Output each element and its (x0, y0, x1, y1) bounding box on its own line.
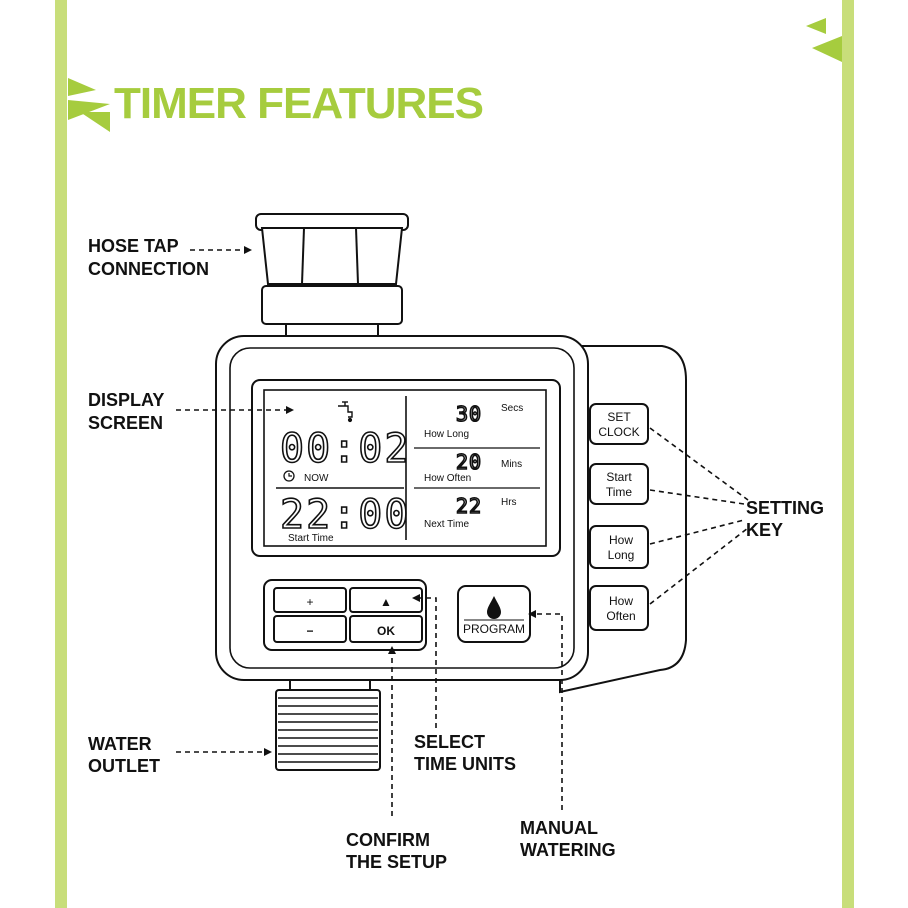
svg-text:CLOCK: CLOCK (598, 425, 639, 439)
hose-tap-connector (255, 213, 409, 341)
title-arrow-icon (68, 78, 110, 132)
how-often-unit: Mins (501, 459, 522, 470)
svg-text:How: How (609, 533, 633, 547)
ok-button[interactable]: OK (349, 615, 423, 643)
svg-text:−: − (306, 624, 313, 638)
water-drop-icon (487, 596, 501, 619)
clock-icon (283, 470, 295, 482)
faucet-icon (338, 401, 353, 423)
svg-text:OK: OK (377, 624, 395, 638)
start-time-readout: 22:00 (280, 492, 410, 538)
how-long-key[interactable]: How Long (589, 525, 649, 569)
confirm-setup-label-line2: THE SETUP (346, 852, 447, 872)
setting-key-label-line1: SETTING (746, 498, 824, 518)
water-outlet-thread (275, 679, 381, 771)
water-outlet-label-line2: OUTLET (88, 756, 160, 776)
display-screen-label-line1: DISPLAY (88, 390, 164, 410)
up-button[interactable]: ▲ (349, 587, 423, 613)
now-time-readout: 00:02 (280, 426, 410, 472)
svg-text:Long: Long (608, 548, 635, 562)
svg-text:SET: SET (607, 410, 631, 424)
how-long-label: How Long (424, 429, 469, 440)
select-time-units-label-line2: TIME UNITS (414, 754, 516, 774)
confirm-setup-label-line1: CONFIRM (346, 830, 430, 850)
how-long-value: 30 (456, 402, 482, 426)
svg-text:Often: Often (606, 609, 635, 623)
corner-arrow-icon (806, 18, 842, 62)
minus-button[interactable]: − (273, 615, 347, 643)
next-time-value: 22 (456, 494, 482, 518)
how-often-value: 20 (456, 450, 482, 474)
svg-text:Time: Time (606, 485, 633, 499)
how-often-key[interactable]: How Often (589, 585, 649, 631)
how-long-unit: Secs (501, 403, 523, 414)
page-title: TIMER FEATURES (114, 79, 483, 128)
svg-text:PROGRAM: PROGRAM (463, 622, 525, 636)
manual-watering-label-line1: MANUAL (520, 818, 598, 838)
hose-tap-label-line2: CONNECTION (88, 259, 209, 279)
callout-lines (176, 246, 749, 816)
next-time-label: Next Time (424, 519, 469, 530)
display-screen-label-line2: SCREEN (88, 413, 163, 433)
start-time-label: Start Time (288, 533, 334, 544)
svg-text:Start: Start (606, 470, 632, 484)
left-border (55, 0, 67, 908)
how-often-label: How Often (424, 473, 471, 484)
set-clock-key[interactable]: SET CLOCK (589, 403, 649, 445)
hose-tap-label-line1: HOSE TAP (88, 236, 179, 256)
right-border (842, 0, 854, 908)
plus-button[interactable]: + (273, 587, 347, 613)
water-outlet-label-line1: WATER (88, 734, 152, 754)
timer-face (229, 347, 575, 669)
display-screen (263, 389, 547, 547)
manual-watering-label-line2: WATERING (520, 840, 616, 860)
program-button[interactable]: PROGRAM (457, 585, 531, 643)
svg-text:▲: ▲ (380, 595, 392, 609)
select-time-units-label-line1: SELECT (414, 732, 485, 752)
svg-text:How: How (609, 594, 633, 608)
svg-text:+: + (306, 595, 313, 609)
now-label: NOW (304, 473, 329, 484)
start-time-key[interactable]: Start Time (589, 463, 649, 505)
next-time-unit: Hrs (501, 497, 517, 508)
setting-key-label-line2: KEY (746, 520, 783, 540)
